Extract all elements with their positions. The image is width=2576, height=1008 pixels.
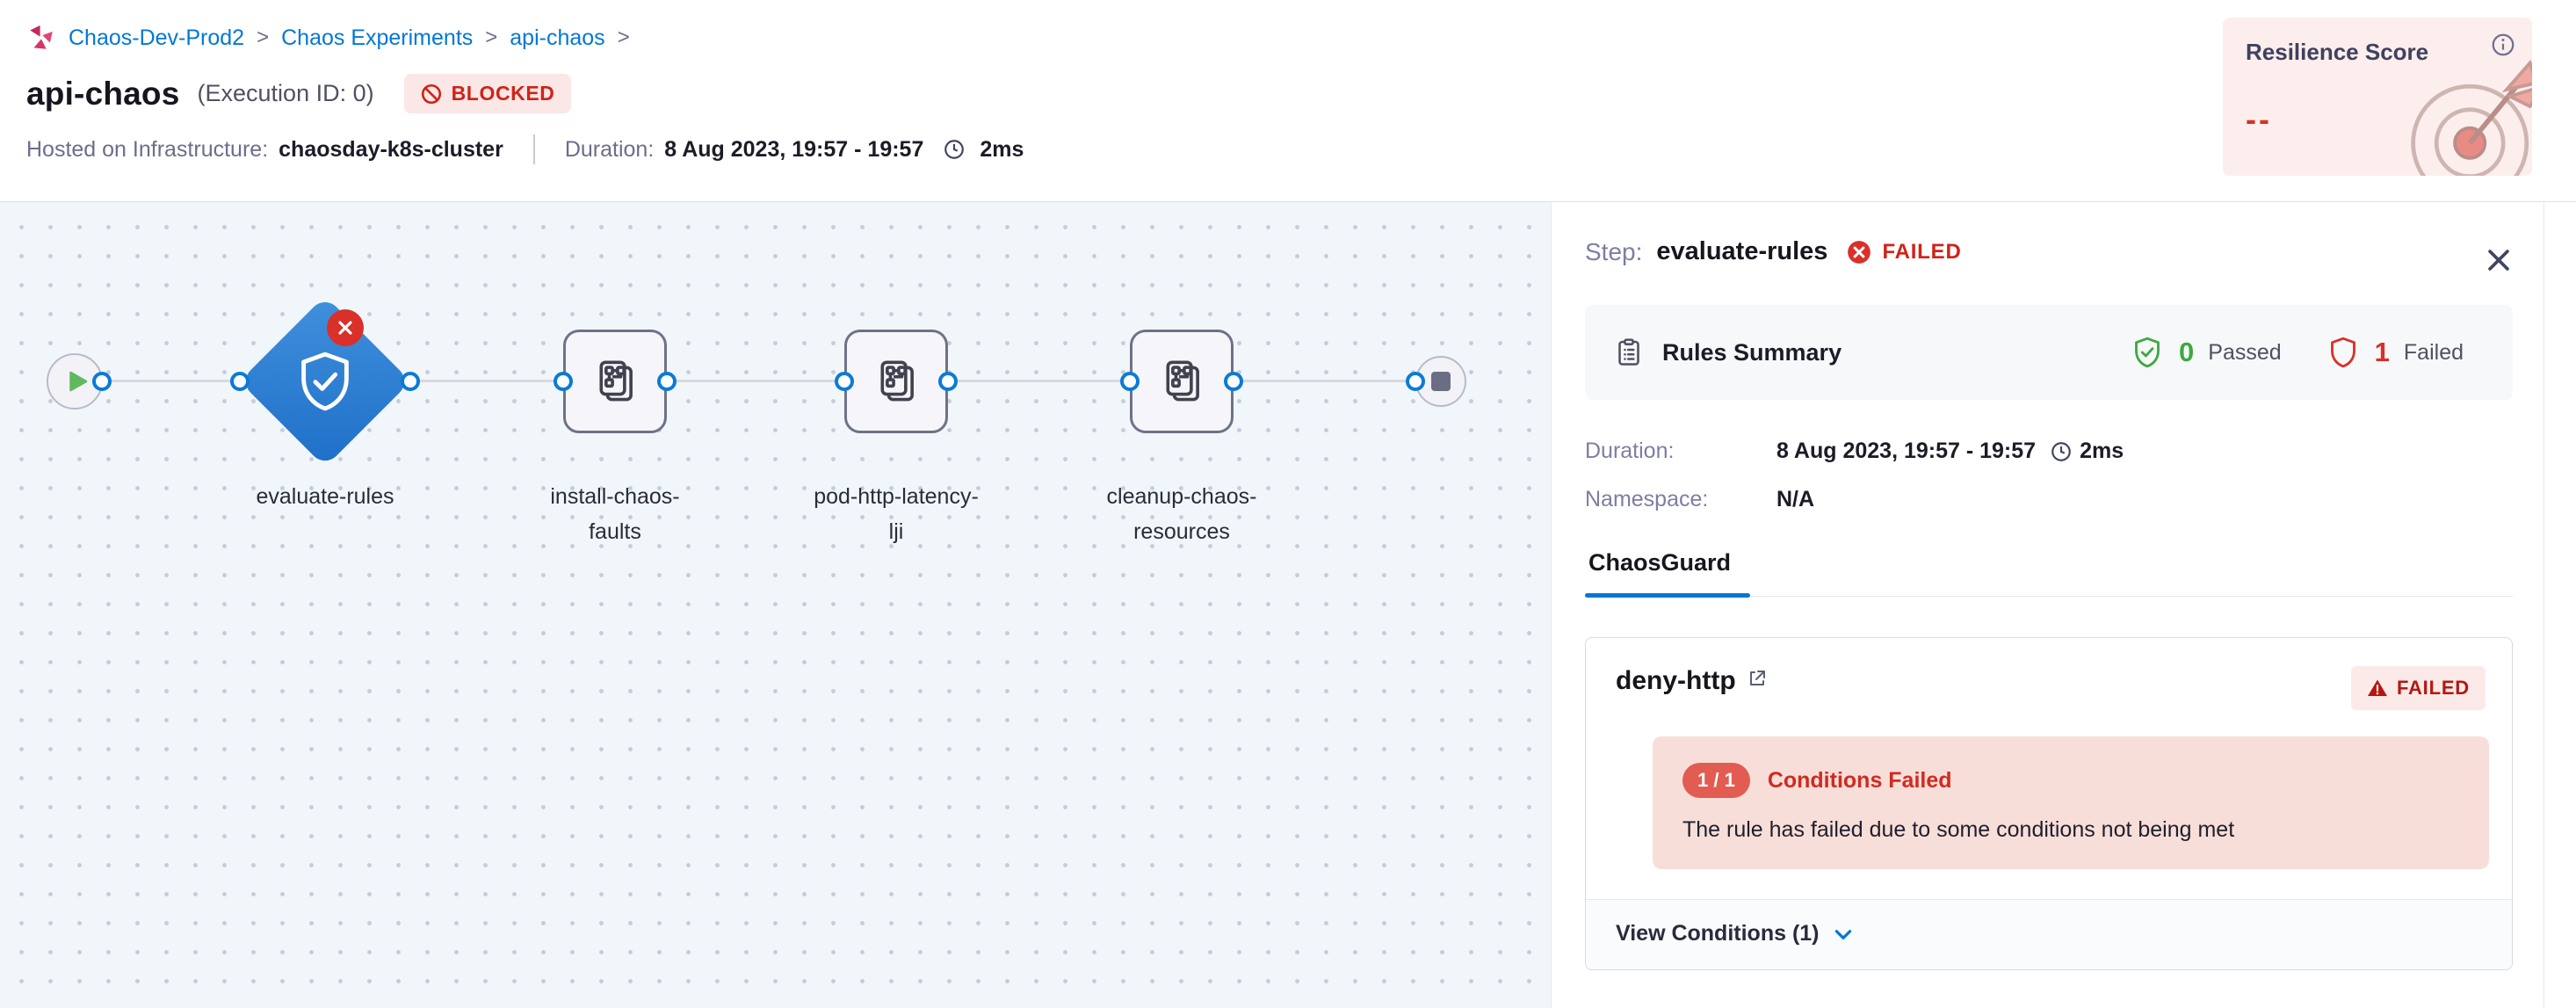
connector-port xyxy=(401,372,420,391)
page-title: api-chaos xyxy=(26,75,180,112)
breadcrumb-separator: > xyxy=(617,25,630,49)
connector-port xyxy=(92,372,112,391)
blocked-icon xyxy=(420,83,443,105)
pipeline-node-pod-http-latency-lji[interactable] xyxy=(844,330,948,433)
shield-check-icon xyxy=(291,347,359,416)
duration-value: 8 Aug 2023, 19:57 - 19:57 xyxy=(1776,439,2037,463)
shield-passed-icon xyxy=(2130,335,2165,370)
resilience-score-title: Resilience Score xyxy=(2246,39,2429,65)
duration-ms: 2ms xyxy=(980,136,1024,162)
rules-summary-title: Rules Summary xyxy=(1662,338,1842,366)
step-status-label: FAILED xyxy=(1882,239,1962,264)
step-label: Step: xyxy=(1585,237,1643,265)
step-status-failed: FAILED xyxy=(1847,240,1961,265)
chaos-module-icon xyxy=(26,23,56,53)
chaos-fault-icon xyxy=(590,356,640,407)
rule-status-failed-badge: FAILED xyxy=(2350,666,2486,710)
connector-port xyxy=(230,372,250,391)
rule-link[interactable]: deny-http xyxy=(1616,666,1768,696)
clock-icon xyxy=(943,138,966,161)
duration-label: Duration: xyxy=(564,136,655,162)
target-illustration-icon xyxy=(2390,40,2532,176)
connector-port xyxy=(938,372,958,391)
node-failed-badge-icon xyxy=(327,309,364,346)
rule-name: deny-http xyxy=(1616,666,1736,695)
stop-icon xyxy=(1431,372,1451,391)
failed-count: 1 xyxy=(2374,337,2390,367)
duration-ms: 2ms xyxy=(2080,439,2124,463)
breadcrumb-separator: > xyxy=(257,25,270,49)
namespace-label: Namespace: xyxy=(1585,487,1709,511)
page-header: Chaos-Dev-Prod2 > Chaos Experiments > ap… xyxy=(0,0,2576,202)
node-label: evaluate-rules xyxy=(256,484,394,509)
chaos-fault-icon xyxy=(871,356,922,407)
node-label: install-chaos- faults xyxy=(550,484,680,544)
connector-port xyxy=(835,372,854,391)
duration-label: Duration: xyxy=(1585,439,1675,463)
rules-summary: Rules Summary 0 Passed 1 Failed xyxy=(1585,305,2513,400)
passed-count: 0 xyxy=(2179,337,2195,367)
resilience-score-card: Resilience Score -- xyxy=(2223,18,2532,176)
failed-label: Failed xyxy=(2403,339,2464,365)
experiment-meta: Hosted on Infrastructure: chaosday-k8s-c… xyxy=(26,134,2541,164)
conditions-count-pill: 1 / 1 xyxy=(1682,763,1750,798)
connector-port xyxy=(1120,372,1140,391)
meta-divider xyxy=(532,134,535,164)
conditions-failed-title: Conditions Failed xyxy=(1767,767,1952,793)
tab-chaosguard[interactable]: ChaosGuard xyxy=(1585,535,1751,598)
pipeline-edge xyxy=(75,380,1432,382)
clipboard-icon xyxy=(1613,337,1645,368)
panel-tabs: ChaosGuard xyxy=(1585,535,2513,598)
conditions-failed-message: The rule has failed due to some conditio… xyxy=(1682,817,2235,842)
pipeline-node-cleanup-chaos-resources[interactable] xyxy=(1130,330,1234,433)
node-label: cleanup-chaos- resources xyxy=(1106,484,1257,544)
clock-icon xyxy=(2050,440,2073,463)
node-label: pod-http-latency- lji xyxy=(814,484,979,544)
passed-label: Passed xyxy=(2208,339,2282,365)
view-conditions-toggle[interactable]: View Conditions (1) xyxy=(1616,921,1855,946)
play-icon xyxy=(64,368,90,395)
pipeline-end-node xyxy=(1415,356,1466,407)
rule-status-label: FAILED xyxy=(2396,677,2470,699)
chevron-down-icon xyxy=(1832,923,1855,946)
namespace-value: N/A xyxy=(1776,487,1815,511)
warning-triangle-icon xyxy=(2367,678,2388,699)
error-circle-icon xyxy=(1848,240,1871,264)
shield-failed-icon xyxy=(2326,335,2361,370)
pipeline-node-install-chaos-faults[interactable] xyxy=(563,330,667,433)
breadcrumb-experiment-link[interactable]: api-chaos xyxy=(510,25,605,50)
pipeline-canvas[interactable]: evaluate-rules install-chaos- faults pod… xyxy=(0,202,1551,1008)
status-badge-label: BLOCKED xyxy=(451,82,555,105)
breadcrumb: Chaos-Dev-Prod2 > Chaos Experiments > ap… xyxy=(26,23,2541,53)
tab-chaosguard-label: ChaosGuard xyxy=(1588,549,1732,576)
external-link-icon xyxy=(1747,668,1768,689)
connector-port xyxy=(1406,372,1425,391)
connector-port xyxy=(657,372,677,391)
connector-port xyxy=(554,372,573,391)
hosted-label: Hosted on Infrastructure: xyxy=(26,136,269,162)
breadcrumb-experiments-link[interactable]: Chaos Experiments xyxy=(281,25,474,50)
status-badge-blocked: BLOCKED xyxy=(403,74,571,113)
breadcrumb-separator: > xyxy=(485,25,498,49)
close-icon[interactable] xyxy=(2481,243,2516,278)
execution-id: (Execution ID: 0) xyxy=(197,80,374,106)
info-icon[interactable] xyxy=(2490,32,2516,62)
conditions-failed-box: 1 / 1 Conditions Failed The rule has fai… xyxy=(1653,736,2489,869)
chaosguard-rule-card: deny-http FAILED xyxy=(1585,637,2513,970)
breadcrumb-project-link[interactable]: Chaos-Dev-Prod2 xyxy=(69,25,245,50)
duration-value: 8 Aug 2023, 19:57 - 19:57 xyxy=(664,136,924,162)
step-name: evaluate-rules xyxy=(1656,237,1828,265)
chaos-fault-icon xyxy=(1156,356,1207,407)
view-conditions-label: View Conditions (1) xyxy=(1616,921,1820,946)
connector-port xyxy=(1224,372,1243,391)
rule-card-footer: View Conditions (1) xyxy=(1586,899,2512,969)
resilience-score-value: -- xyxy=(2246,101,2272,137)
pipeline-node-evaluate-rules[interactable] xyxy=(239,295,411,468)
active-tab-indicator xyxy=(1585,593,1751,598)
step-details-panel: Step: evaluate-rules FAILED xyxy=(1551,202,2576,1008)
infrastructure-name: chaosday-k8s-cluster xyxy=(279,136,503,162)
